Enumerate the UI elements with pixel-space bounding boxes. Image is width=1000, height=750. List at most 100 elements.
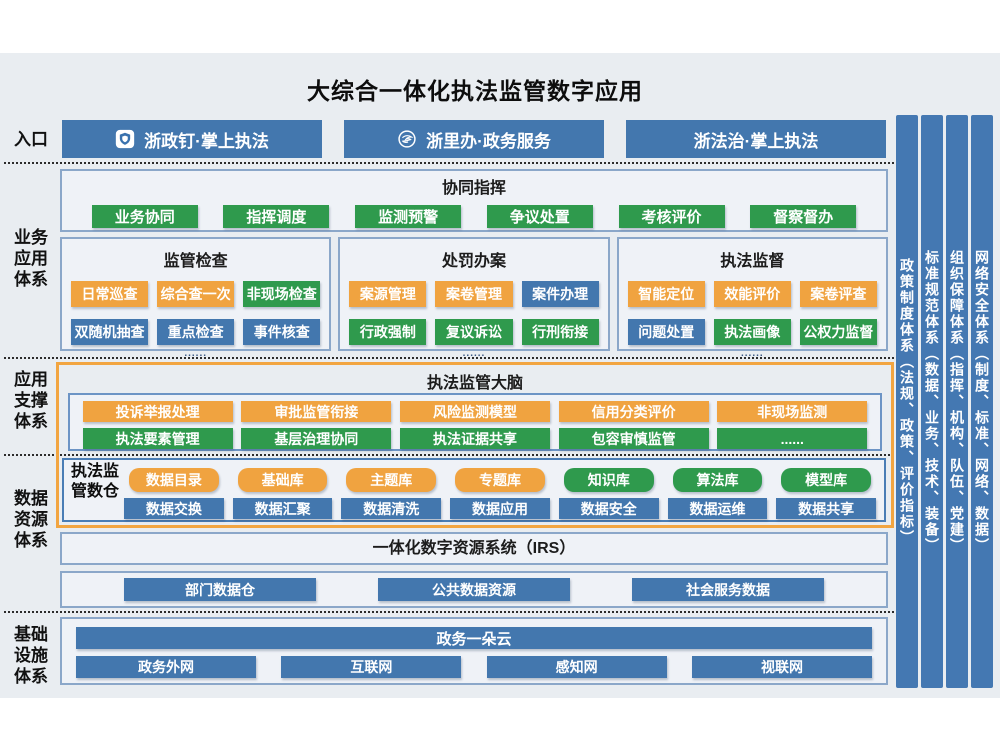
module-button[interactable]: 基层治理协同 <box>241 428 392 449</box>
module-button[interactable]: 争议处置 <box>486 205 593 228</box>
section-divider <box>4 357 894 359</box>
module-button[interactable]: 双随机抽查 <box>71 319 149 345</box>
module-button[interactable]: 重点检查 <box>157 319 235 345</box>
section-label-entry: 入口 <box>14 130 48 149</box>
module-button[interactable]: 非现场检查 <box>243 281 321 307</box>
module-button[interactable]: 案源管理 <box>349 281 427 307</box>
module-button[interactable]: 行刑衔接 <box>521 319 599 345</box>
brain-title: 执法监管大脑 <box>426 375 523 392</box>
module-button[interactable]: 模型库 <box>781 468 872 492</box>
entry-button-label: 浙里办·政务服务 <box>426 131 551 151</box>
warehouse-column: 数据目录 数据交换 <box>124 468 224 520</box>
module-button[interactable]: 执法画像 <box>713 319 791 345</box>
module-button[interactable]: 信用分类评价 <box>558 401 709 422</box>
module-button[interactable]: 案卷评查 <box>799 281 877 307</box>
entry-button-zhefazhi[interactable]: 浙法治·掌上执法 <box>626 120 886 158</box>
module-button[interactable]: 业务协同 <box>91 205 198 228</box>
data-sources-box: 部门数据仓 公共数据资源 社会服务数据 <box>60 571 888 608</box>
module-button[interactable]: 社会服务数据 <box>632 578 824 601</box>
module-button[interactable]: 公权力监督 <box>799 319 877 345</box>
warehouse-column: 模型库 数据共享 <box>776 468 877 520</box>
module-button[interactable]: ...... <box>717 428 868 449</box>
module-button[interactable]: 算法库 <box>672 468 763 492</box>
module-button[interactable]: 包容审慎监管 <box>558 428 709 449</box>
box-title: 处罚办案 <box>441 253 506 270</box>
pillar-network-security-system: 网络安全体系（制度、标准、网络、数据） <box>971 115 993 688</box>
module-button[interactable]: 知识库 <box>563 468 654 492</box>
warehouse-column: 专题库 数据应用 <box>450 468 550 520</box>
module-button[interactable]: 数据交换 <box>124 498 224 519</box>
section-label-data: 数据资源体系 <box>14 489 48 550</box>
section-label-support: 应用支撑体系 <box>14 370 48 431</box>
button-row: 日常巡查 综合查一次 非现场检查 <box>62 281 329 307</box>
pillar-standard-system: 标准规范体系（数据、业务、技术、装备） <box>921 115 943 688</box>
module-button[interactable]: 数据清洗 <box>341 498 442 519</box>
module-button[interactable]: 监测预警 <box>355 205 462 228</box>
box-title: 监管检查 <box>163 253 228 270</box>
module-button[interactable]: 案件办理 <box>521 281 599 307</box>
button-row: 行政强制 复议诉讼 行刑衔接 <box>340 319 607 345</box>
warehouse-column: 基础库 数据汇聚 <box>232 468 333 520</box>
module-button[interactable]: 数据应用 <box>450 498 550 519</box>
warehouse-column: 算法库 数据运维 <box>667 468 768 520</box>
ellipsis-more: ...... <box>462 348 486 359</box>
entry-button-label: 浙法治·掌上执法 <box>693 131 819 151</box>
module-button[interactable]: 风险监测模型 <box>399 401 550 422</box>
module-button[interactable]: 感知网 <box>486 656 667 678</box>
module-button[interactable]: 主题库 <box>346 468 437 492</box>
module-button[interactable]: 行政强制 <box>349 319 427 345</box>
collaborative-command-box: 协同指挥 业务协同 指挥调度 监测预警 争议处置 考核评价 督察督办 <box>60 169 888 232</box>
module-button[interactable]: 智能定位 <box>627 281 705 307</box>
module-button[interactable]: 综合查一次 <box>157 281 235 307</box>
module-button[interactable]: 数据目录 <box>129 468 219 492</box>
module-button[interactable]: 执法证据共享 <box>399 428 550 449</box>
module-button[interactable]: 问题处置 <box>627 319 705 345</box>
entry-button-zhezhengding[interactable]: 浙政钉·掌上执法 <box>62 120 322 158</box>
swirl-circle-icon <box>397 129 417 149</box>
module-button[interactable]: 互联网 <box>281 656 462 678</box>
data-warehouse-box: 执法监管数仓 数据目录 数据交换 基础库 数据汇聚 主题库 数据清洗 专题库 数… <box>62 458 886 522</box>
module-button[interactable]: 数据安全 <box>558 498 659 519</box>
button-row: 案源管理 案卷管理 案件办理 <box>340 281 607 307</box>
irs-box: 一体化数字资源系统（IRS） <box>60 532 888 565</box>
module-button[interactable]: 考核评价 <box>618 205 725 228</box>
module-button[interactable]: 审批监管衔接 <box>241 401 392 422</box>
module-button[interactable]: 数据运维 <box>667 498 768 519</box>
section-divider <box>4 162 894 164</box>
module-button[interactable]: 专题库 <box>455 468 545 492</box>
module-button[interactable]: 视联网 <box>691 656 872 678</box>
button-row: 双随机抽查 重点检查 事件核查 <box>62 319 329 345</box>
section-divider <box>4 611 894 613</box>
module-button[interactable]: 指挥调度 <box>223 205 330 228</box>
gov-cloud-bar[interactable]: 政务一朵云 <box>76 627 872 649</box>
module-button[interactable]: 公共数据资源 <box>378 578 570 601</box>
module-button[interactable]: 部门数据仓 <box>124 578 316 601</box>
supervision-check-box: 监管检查 日常巡查 综合查一次 非现场检查 双随机抽查 重点检查 事件核查 ..… <box>60 237 332 359</box>
module-button[interactable]: 政务外网 <box>76 656 256 678</box>
infrastructure-box: 政务一朵云 政务外网 互联网 感知网 视联网 <box>60 617 888 685</box>
warehouse-columns: 数据目录 数据交换 基础库 数据汇聚 主题库 数据清洗 专题库 数据应用 知识库 <box>122 460 884 520</box>
law-supervision-box: 执法监督 智能定位 效能评价 案卷评查 问题处置 执法画像 公权力监督 ....… <box>616 237 888 359</box>
module-button[interactable]: 执法要素管理 <box>82 428 233 449</box>
module-button[interactable]: 日常巡查 <box>71 281 149 307</box>
punishment-case-box: 处罚办案 案源管理 案卷管理 案件办理 行政强制 复议诉讼 行刑衔接 .....… <box>338 237 610 359</box>
support-layer-wrap: 执法监管大脑 投诉举报处理 审批监管衔接 风险监测模型 信用分类评价 非现场监测… <box>56 362 894 528</box>
module-button[interactable]: 投诉举报处理 <box>82 401 233 422</box>
module-button[interactable]: 基础库 <box>237 468 328 492</box>
module-button[interactable]: 非现场监测 <box>717 401 868 422</box>
module-button[interactable]: 数据汇聚 <box>232 498 333 519</box>
module-button[interactable]: 事件核查 <box>243 319 321 345</box>
module-button[interactable]: 督察督办 <box>750 205 857 228</box>
button-row: 执法要素管理 基层治理协同 执法证据共享 包容审慎监管 ...... <box>70 428 880 449</box>
module-button[interactable]: 复议诉讼 <box>435 319 513 345</box>
page-title: 大综合一体化执法监管数字应用 <box>307 78 643 104</box>
button-row: 投诉举报处理 审批监管衔接 风险监测模型 信用分类评价 非现场监测 <box>70 401 880 422</box>
pillar-organization-system: 组织保障体系（指挥、机构、队伍、党建） <box>946 115 968 688</box>
module-button[interactable]: 效能评价 <box>713 281 791 307</box>
module-button[interactable]: 数据共享 <box>776 498 877 519</box>
ellipsis-more: ...... <box>740 348 764 359</box>
entry-button-zheliban[interactable]: 浙里办·政务服务 <box>344 120 604 158</box>
module-button[interactable]: 案卷管理 <box>435 281 513 307</box>
entry-button-label: 浙政钉·掌上执法 <box>144 131 269 151</box>
